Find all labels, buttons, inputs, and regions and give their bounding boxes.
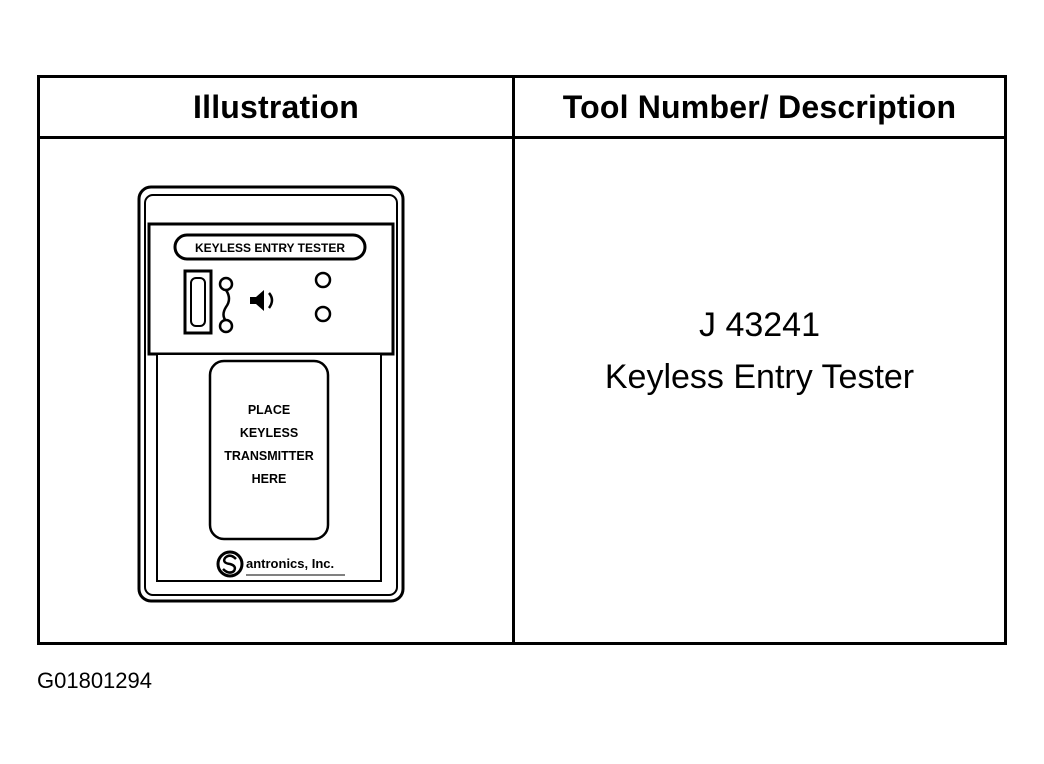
figure-id: G01801294 [37, 668, 152, 693]
slot-text-line-1: PLACE [248, 403, 290, 417]
switch-line [222, 289, 231, 322]
maker-logo-s-icon [222, 554, 237, 574]
description-cell: J 43241 Keyless Entry Tester [512, 136, 1007, 645]
keyless-entry-tester-illustration: KEYLESS ENTRY TESTER PLACE KEYLESS [137, 185, 405, 603]
speaker-icon [250, 290, 264, 311]
led-top [314, 271, 332, 289]
battery-icon [190, 277, 206, 327]
tool-number: J 43241 [699, 305, 820, 344]
illustration-header: Illustration [37, 75, 515, 139]
illustration-cell: KEYLESS ENTRY TESTER PLACE KEYLESS [37, 136, 515, 645]
slot-text-line-2: KEYLESS [240, 426, 298, 440]
header-row: Illustration Tool Number/ Description [37, 75, 1007, 139]
device-inner-edge [144, 194, 398, 596]
panel-label: KEYLESS ENTRY TESTER [195, 241, 345, 255]
tool-description: Keyless Entry Tester [604, 357, 915, 396]
switch-top-dot [218, 276, 234, 292]
table-row: KEYLESS ENTRY TESTER PLACE KEYLESS [37, 136, 1007, 645]
description-block: J 43241 Keyless Entry Tester [515, 299, 1004, 403]
speaker-wave-icon [267, 292, 274, 309]
transmitter-slot [208, 359, 330, 541]
tool-table: Illustration Tool Number/ Description KE… [37, 75, 1007, 645]
slot-text-line-4: HERE [252, 472, 287, 486]
slot-text-line-3: TRANSMITTER [224, 449, 314, 463]
maker-name: antronics, Inc. [246, 556, 334, 571]
switch-bottom-dot [218, 318, 234, 334]
tool-description-header: Tool Number/ Description [512, 75, 1007, 139]
led-bottom [314, 305, 332, 323]
panel-label-frame [173, 233, 367, 261]
